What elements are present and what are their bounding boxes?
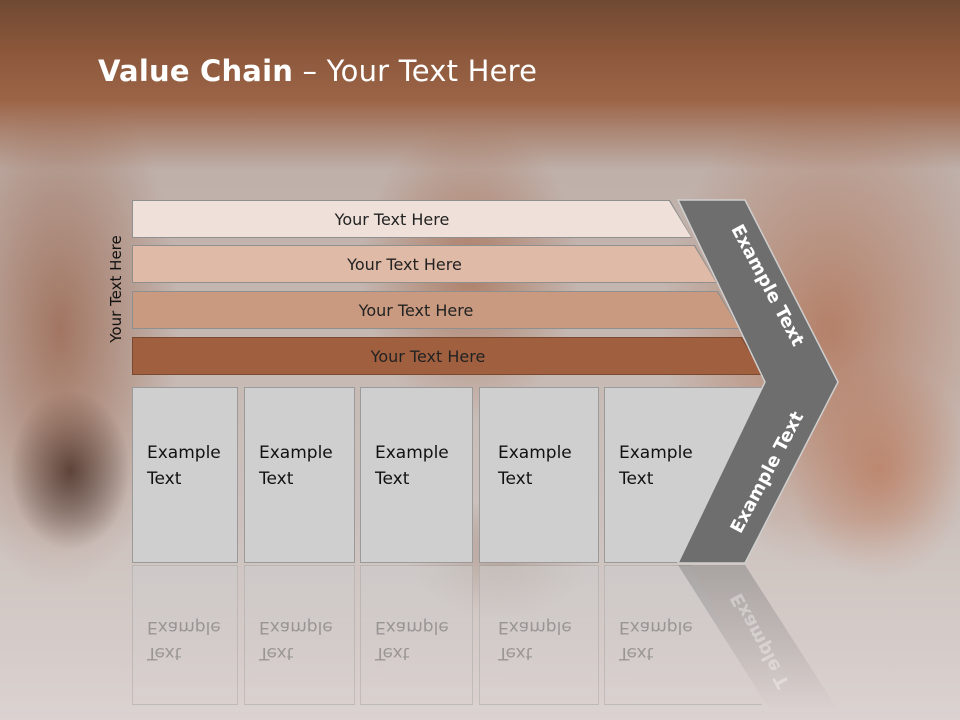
bar-3-fill [133,292,739,328]
bar-4-fill [133,338,763,374]
bar-2: Your Text Here [132,245,717,283]
column-5-line2: Text [619,469,654,489]
bar-3: Your Text Here [132,291,740,329]
header-band [0,0,960,180]
column-3-line2: Text [375,469,410,489]
column-1-line2: Text [147,469,182,489]
bar-4-label: Your Text Here [370,346,486,366]
bar-2-fill [133,246,716,282]
title-bold: Value Chain [98,54,294,88]
column-2-line2: Text [259,469,294,489]
column-4-line2: Text [498,469,533,489]
column-2-line1: Example [259,443,333,463]
column-4-line1: Example [498,443,572,463]
bar-2-label: Your Text Here [347,254,462,274]
chevron-reflection [678,565,838,710]
column-1-line1: Example [147,443,221,463]
title-rest: – Your Text Here [293,54,538,88]
column-3-line1: Example [375,443,449,463]
chevron-shape [676,199,839,564]
bar-4: Your Text Here [132,337,764,375]
bar-3-label: Your Text Here [358,300,474,320]
column-5-line1: Example [619,443,693,463]
slide-title: Value Chain – Your Text Here [98,54,537,88]
bar-1: Your Text Here [132,200,692,238]
bar-1-fill [133,201,691,237]
bar-1-label: Your Text Here [334,209,450,229]
